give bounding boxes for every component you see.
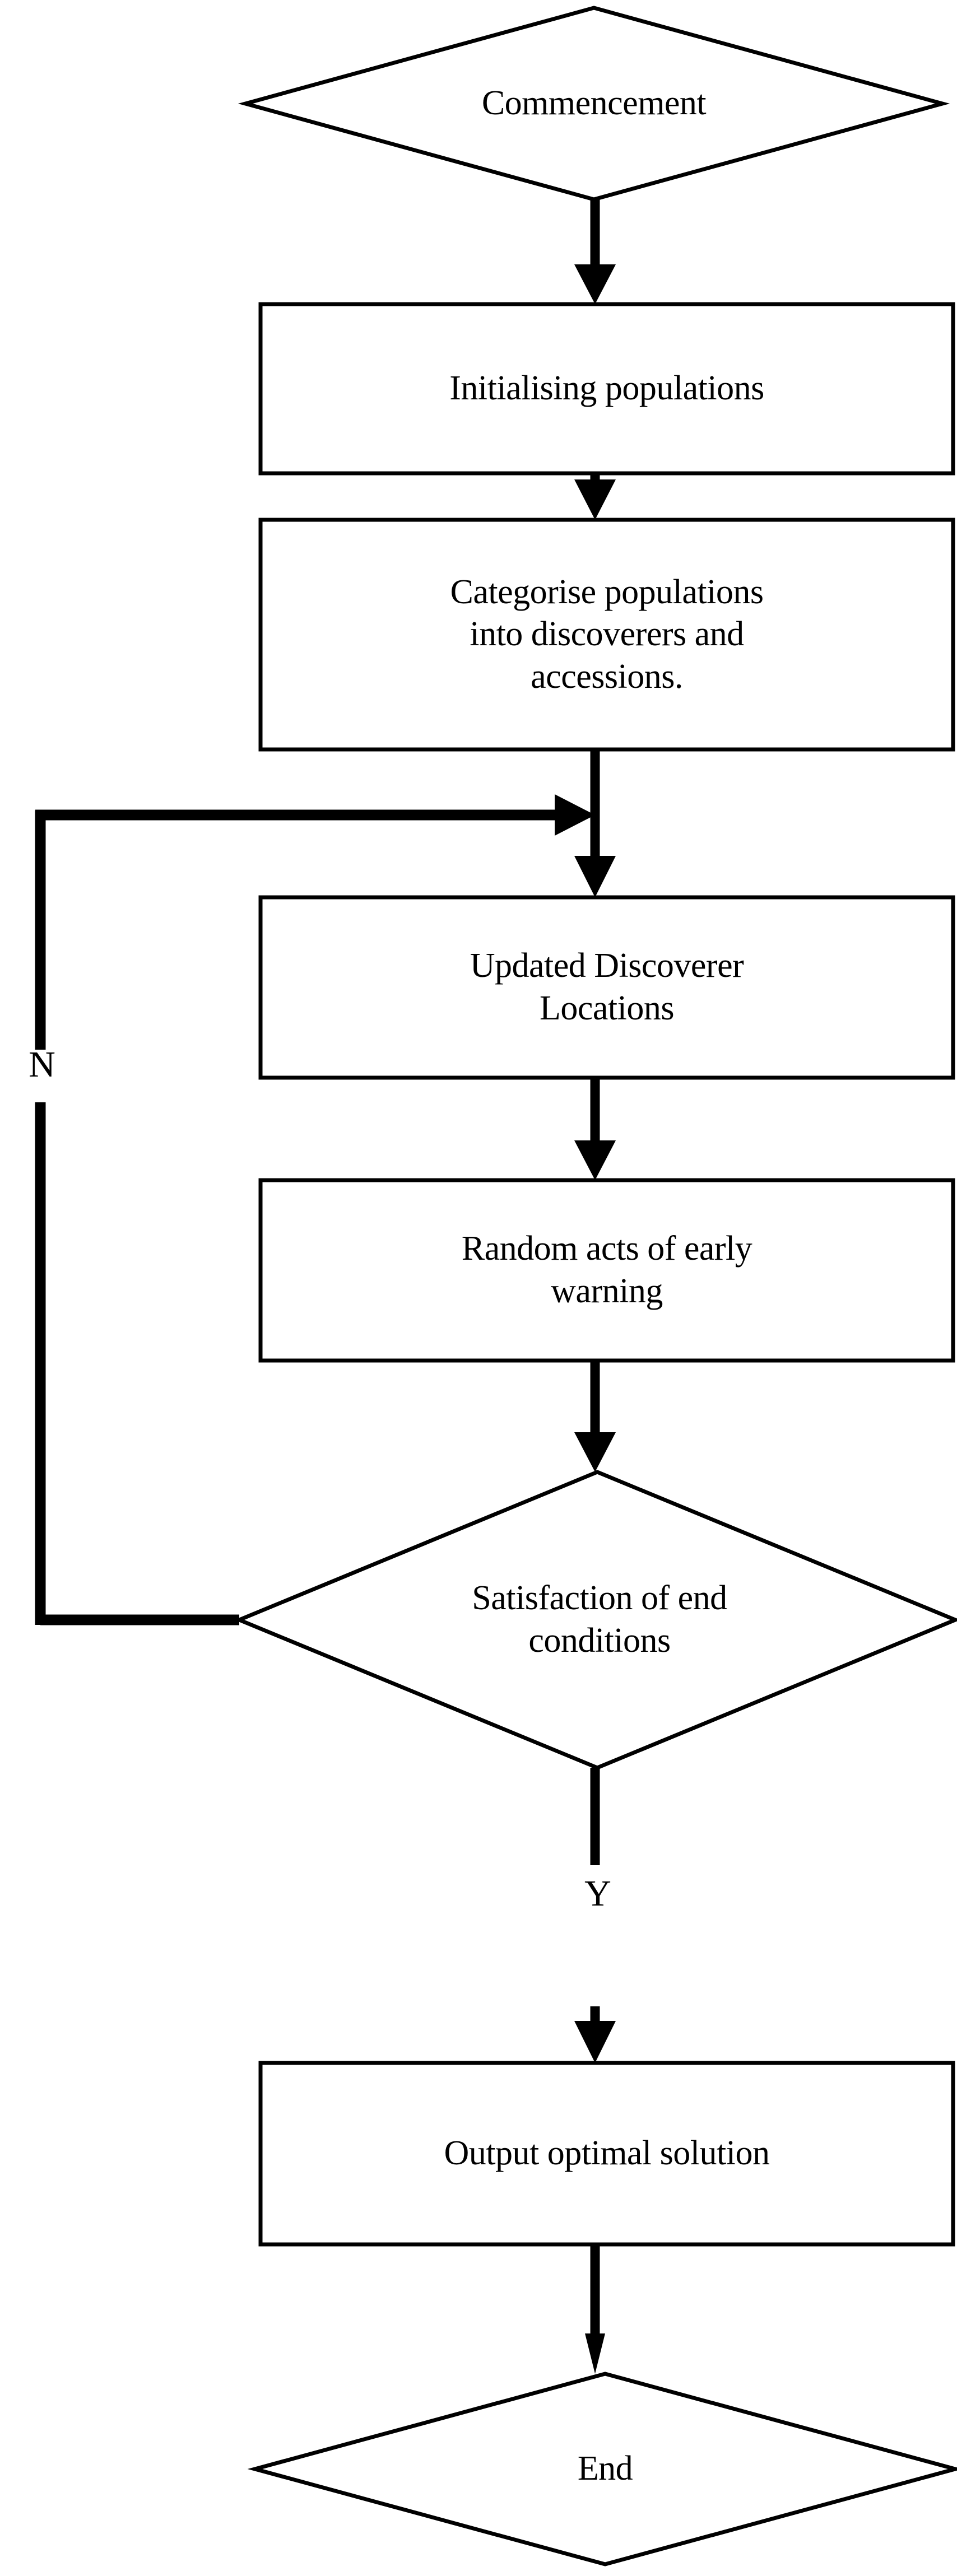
node-shape-init[interactable] xyxy=(258,302,955,476)
node-shape-categorise[interactable] xyxy=(258,518,955,752)
edge-decision-no-loop xyxy=(35,794,595,1625)
node-shape-decision[interactable] xyxy=(234,1470,957,1770)
edge-update-to-random xyxy=(574,1078,616,1180)
node-shape-update[interactable] xyxy=(258,895,955,1080)
node-shape-start[interactable] xyxy=(238,6,950,202)
node-shape-end[interactable] xyxy=(247,2372,957,2566)
node-shape-output[interactable] xyxy=(258,2061,955,2247)
edge-init-to-categorise xyxy=(574,473,616,520)
edge-label-yes: Y xyxy=(584,1873,611,1914)
edge-label-no: N xyxy=(29,1044,55,1085)
edge-output-to-end xyxy=(585,2244,605,2374)
node-shape-random[interactable] xyxy=(258,1178,955,1363)
edge-random-to-decision xyxy=(574,1361,616,1472)
edge-categorise-to-update xyxy=(574,749,616,897)
edge-decision-yes xyxy=(574,1768,616,2063)
edge-start-to-init xyxy=(574,199,616,304)
